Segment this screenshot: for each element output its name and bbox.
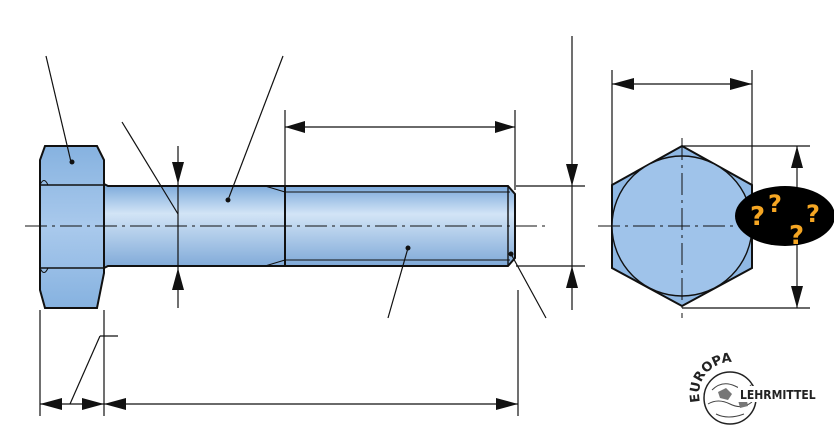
logo-wordmark: LEHRMITTEL	[740, 388, 816, 402]
black-blob	[735, 186, 834, 246]
leader-lines	[45, 55, 547, 319]
bolt-head	[39, 145, 105, 309]
europa-lehrmittel-logo: EUROPA LEHRMITTEL	[688, 351, 822, 425]
question-mark-3: ?	[789, 221, 804, 251]
question-mark-1: ?	[750, 202, 765, 232]
shank-diameter-dimension	[172, 146, 184, 308]
bolt-side-view	[39, 145, 516, 309]
thread-length-dimension	[284, 110, 516, 190]
length-dimensions	[39, 290, 519, 416]
thread-diameter-dimension	[516, 36, 585, 310]
question-mark-overlay: ? ? ? ?	[735, 186, 834, 251]
question-mark-2: ?	[768, 190, 782, 218]
question-mark-4: ?	[806, 200, 820, 228]
across-corners-dimension	[611, 70, 753, 185]
